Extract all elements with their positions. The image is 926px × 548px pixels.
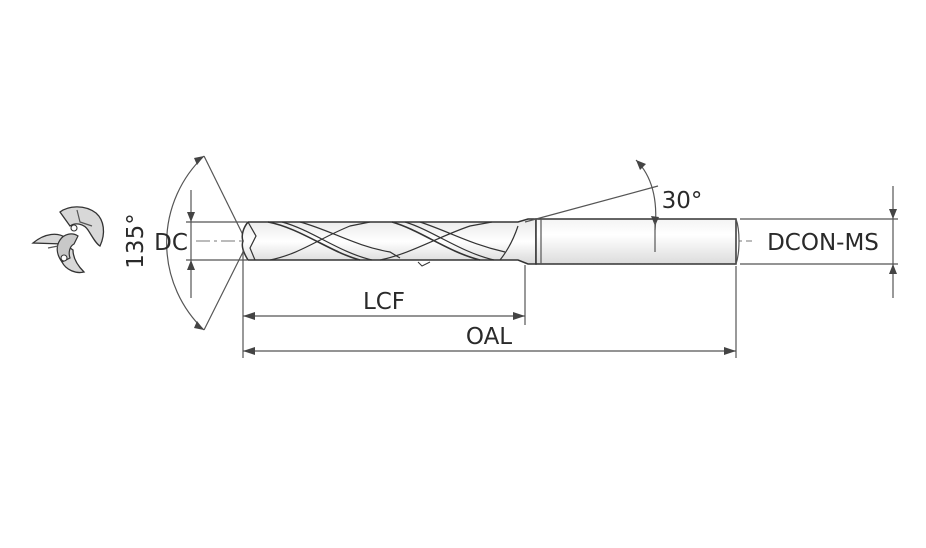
shank-angle-label: 30° xyxy=(662,188,703,214)
drill-shank xyxy=(535,218,740,265)
dcon-dimension xyxy=(740,186,898,298)
lcf-dimension xyxy=(242,250,526,358)
point-angle-label: 135° xyxy=(123,213,149,268)
dc-dimension xyxy=(186,190,247,298)
point-angle-dimension xyxy=(166,155,244,331)
shank-angle-dimension xyxy=(524,159,659,252)
oal-dimension xyxy=(243,266,737,358)
dc-label: DC xyxy=(154,230,188,256)
lcf-label: LCF xyxy=(363,289,405,315)
oal-label: OAL xyxy=(466,324,512,350)
drill-body xyxy=(241,218,537,267)
drill-end-view-icon xyxy=(31,206,105,274)
dcon-label: DCON-MS xyxy=(767,230,879,256)
